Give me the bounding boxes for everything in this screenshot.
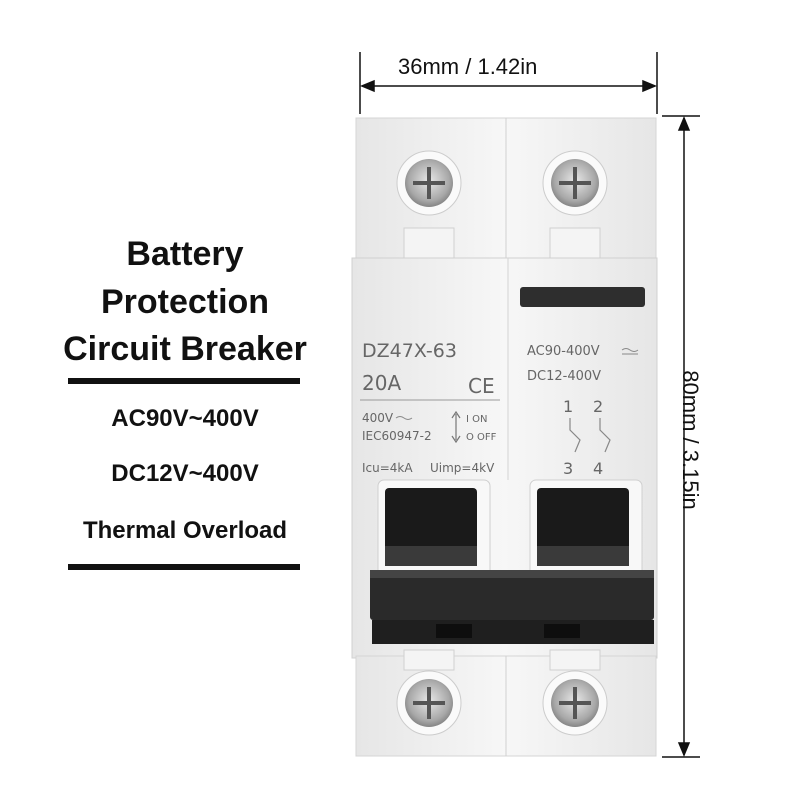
dc-range-label: DC12-400V — [527, 369, 601, 384]
terminal-2-label: 2 — [593, 397, 603, 416]
on-label: I ON — [466, 414, 487, 425]
terminal-1-label: 1 — [563, 397, 573, 416]
divider-top — [68, 378, 300, 384]
spec-thermal: Thermal Overload — [82, 517, 288, 544]
indicator-window — [520, 287, 645, 307]
title-line-1: Battery — [126, 235, 244, 273]
uimp-label: Uimp=4kV — [430, 461, 495, 475]
terminal-4-label: 4 — [593, 459, 603, 478]
icu-label: Icu=4kA — [362, 461, 413, 475]
ac-range-label: AC90-400V — [527, 344, 600, 359]
terminal-3-label: 3 — [563, 459, 573, 478]
handle-tie-bar — [370, 570, 654, 620]
title-line-2: Protection — [100, 283, 270, 321]
rating-label: 20A — [362, 371, 401, 395]
divider-bottom — [68, 564, 300, 570]
off-label: O OFF — [466, 432, 497, 443]
width-dimension-line — [359, 52, 658, 114]
ce-mark: CE — [468, 374, 495, 398]
schematic-icon — [569, 418, 611, 453]
title-line-3: Circuit Breaker — [63, 330, 307, 368]
model-label: DZ47X-63 — [362, 340, 457, 362]
height-dimension-line — [662, 115, 700, 758]
voltage-label: 400V — [362, 411, 394, 425]
standard-label: IEC60947-2 — [362, 429, 432, 443]
spec-ac: AC90V~400V — [111, 405, 259, 432]
width-dimension-label: 36mm / 1.42in — [398, 54, 538, 79]
spec-dc: DC12V~400V — [111, 460, 259, 487]
